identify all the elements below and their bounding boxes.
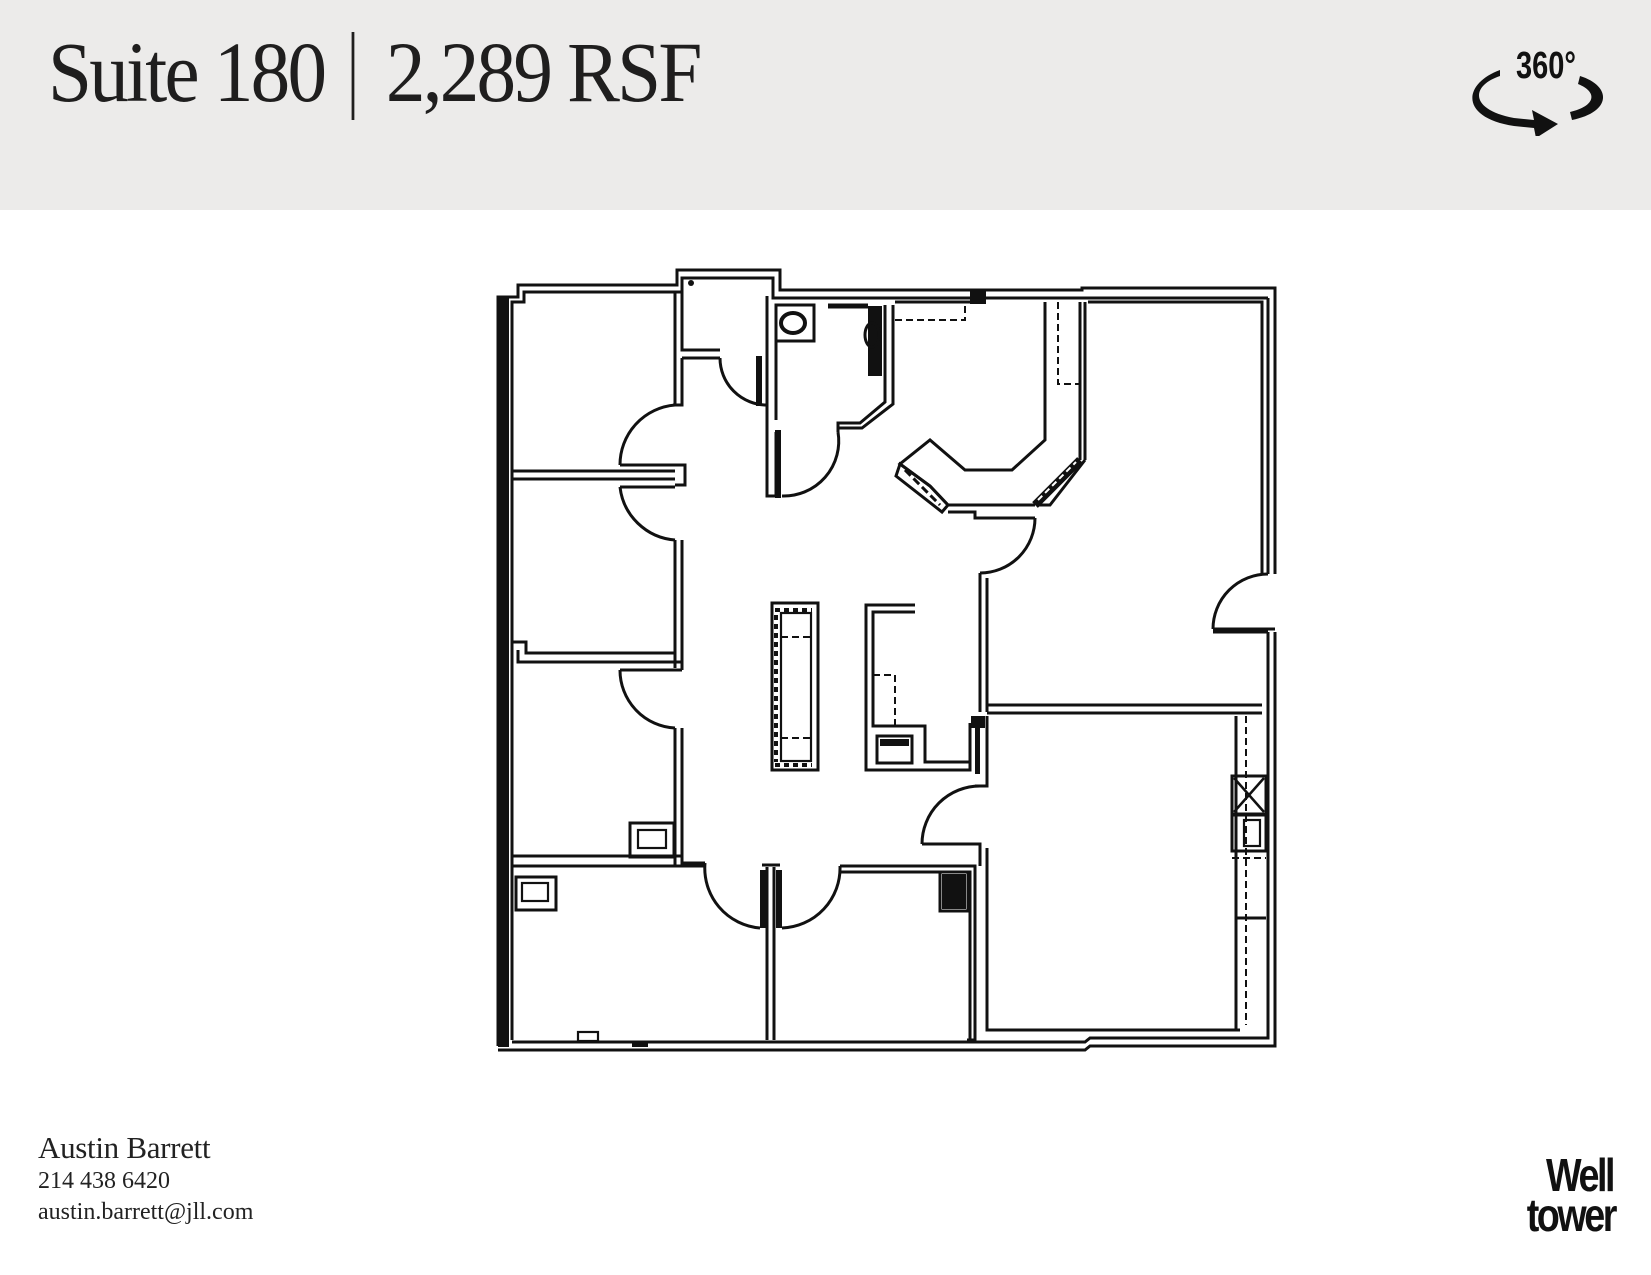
360-tour-button[interactable]: 360° <box>1466 40 1616 138</box>
logo-line-2: tower <box>1526 1189 1618 1241</box>
office-bottom-left <box>512 856 780 1047</box>
office-left-middle <box>512 540 684 865</box>
suite-label: Suite 180 <box>48 24 327 120</box>
office-right-lower <box>920 716 1268 1032</box>
contact-name: Austin Barrett <box>38 1130 211 1165</box>
360-rotate-icon: 360° <box>1472 45 1604 138</box>
office-top-left <box>512 280 768 542</box>
welltower-logo: Well tower <box>1495 1149 1618 1241</box>
area-label: 2,289 RSF <box>385 24 703 120</box>
reception <box>894 290 1087 575</box>
page-title: Suite 180 2,289 RSF <box>48 22 703 122</box>
360-text: 360° <box>1516 45 1576 87</box>
title-divider <box>351 32 355 120</box>
central-counter <box>770 601 820 772</box>
contact-card: Austin Barrett 214 438 6420 austin.barre… <box>38 1130 253 1228</box>
office-right-upper <box>971 300 1275 774</box>
header-band: Suite 180 2,289 RSF 360° <box>0 0 1651 210</box>
office-bottom-middle <box>776 864 977 1042</box>
contact-phone[interactable]: 214 438 6420 <box>38 1168 170 1194</box>
kitchenette <box>864 603 972 772</box>
logo-line-1: Well <box>1545 1149 1615 1201</box>
contact-email[interactable]: austin.barrett@jll.com <box>38 1199 254 1225</box>
restroom <box>765 296 895 498</box>
